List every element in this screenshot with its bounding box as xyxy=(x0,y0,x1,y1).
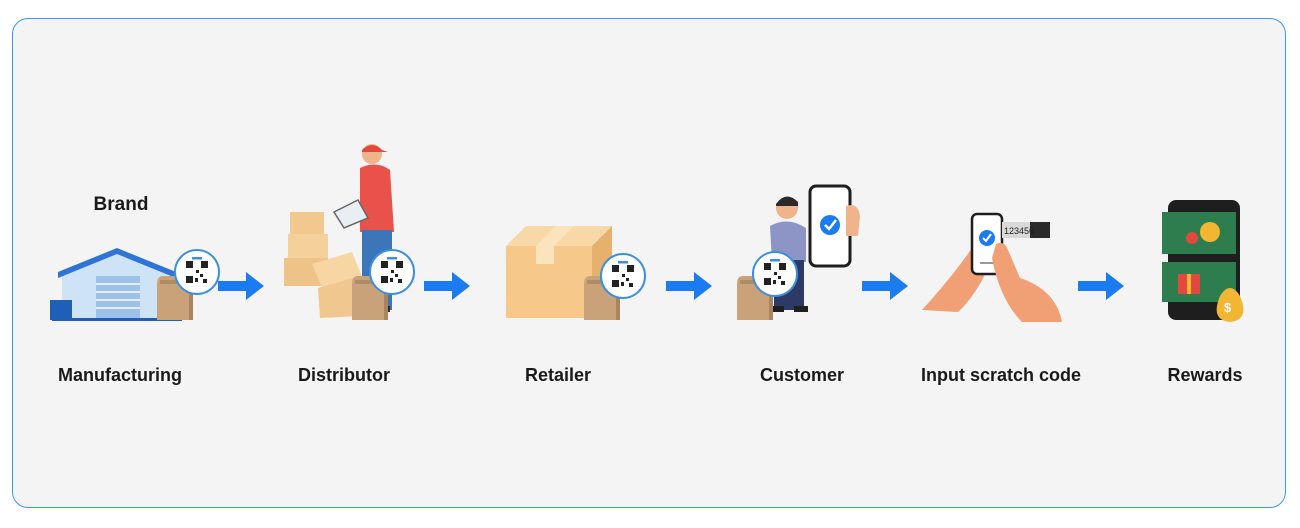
flow-arrow-icon xyxy=(424,272,470,300)
stage-label-distributor: Distributor xyxy=(298,365,390,385)
stage-label-retailer: Retailer xyxy=(524,365,592,385)
rewards-phone-icon: $ xyxy=(1162,200,1244,322)
stage-label-manufacturing: Manufacturing xyxy=(58,365,182,385)
scratch-code-text: 123456 xyxy=(1004,226,1034,236)
brand-label: Brand xyxy=(93,194,149,215)
stage-label-customer: Customer xyxy=(759,365,845,385)
diagram-frame xyxy=(12,18,1286,508)
warehouse-icon xyxy=(50,248,182,321)
flow-arrow-icon xyxy=(862,272,908,300)
customer-phone-icon xyxy=(770,184,860,312)
stage-label-rewards: Rewards xyxy=(1167,365,1243,385)
flow-arrow-icon xyxy=(1078,272,1124,300)
scratch-code-phone-icon: 123456 xyxy=(922,212,1062,322)
qr-code-icon xyxy=(600,253,646,299)
qr-code-icon xyxy=(174,249,220,295)
qr-code-icon xyxy=(752,251,798,297)
qr-code-icon xyxy=(369,249,415,295)
flow-arrow-icon xyxy=(218,272,264,300)
stage-label-input-scratch-code: Input scratch code xyxy=(920,365,1082,385)
flow-arrow-icon xyxy=(666,272,712,300)
svg-text:$: $ xyxy=(1224,300,1232,315)
